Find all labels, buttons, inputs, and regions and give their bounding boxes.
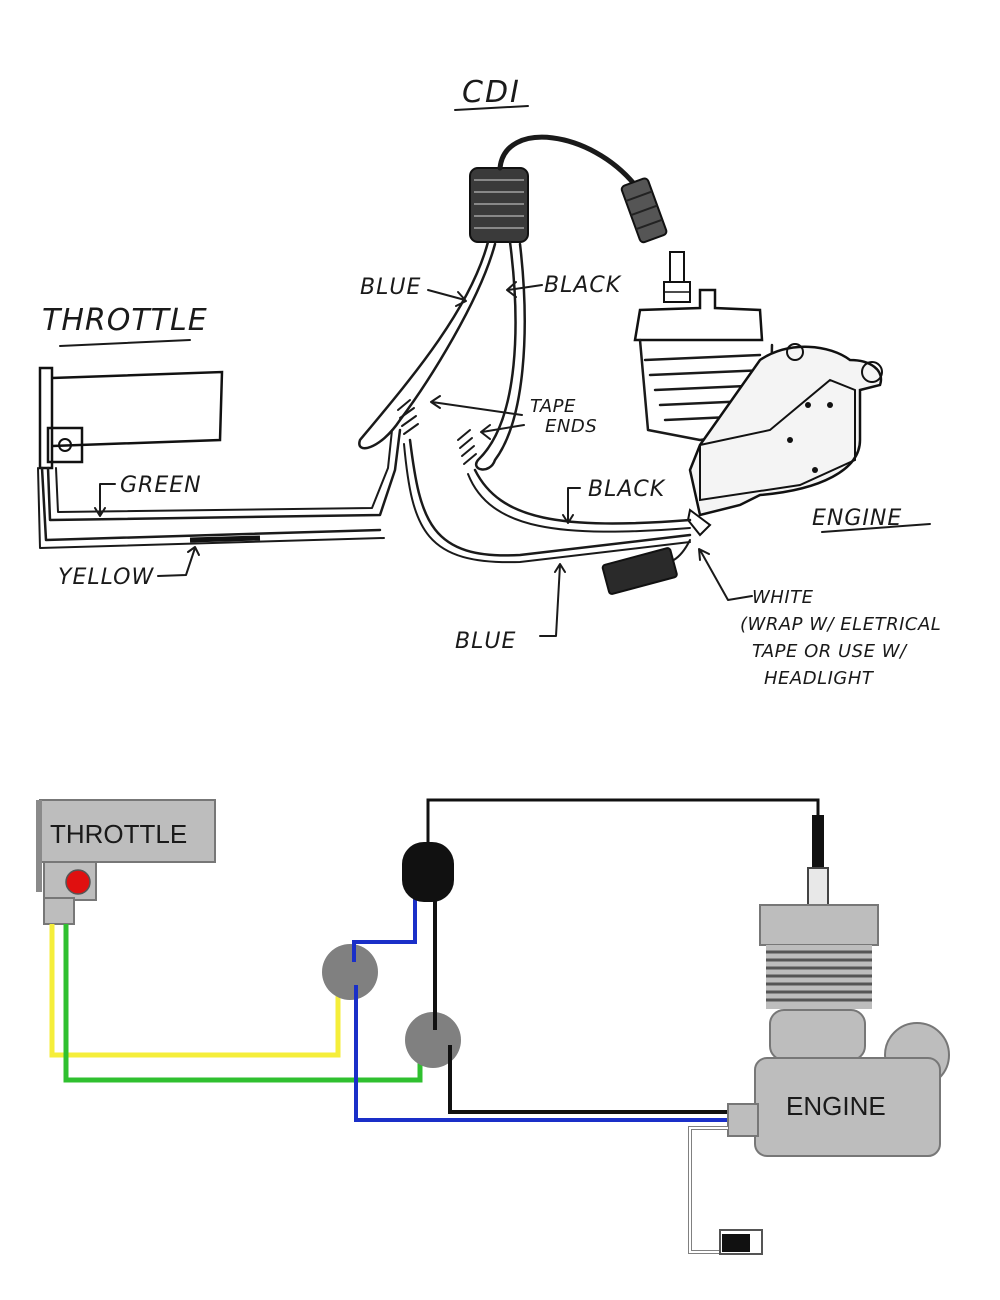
white-wire <box>689 1127 728 1253</box>
plug-cap <box>812 815 824 870</box>
sketch-label-blue-top: BLUE <box>360 275 421 300</box>
yellow-wire <box>49 924 341 1058</box>
connector-green-black <box>405 1012 461 1068</box>
white-wire-plug <box>722 1234 750 1252</box>
schematic-cdi <box>402 842 454 902</box>
cdi-underline <box>454 105 529 111</box>
schematic: THROTTLE <box>36 798 950 1255</box>
throttle-underline <box>59 339 191 347</box>
spark-plug <box>807 867 829 907</box>
blue-wire-top <box>352 898 417 962</box>
arrow-tape-1 <box>430 395 523 416</box>
sketch-label-tape2: ENDS <box>545 416 597 437</box>
black-wire-bottom <box>448 1045 728 1114</box>
sketch-cdi-coil <box>469 167 529 243</box>
arrow-tape-2 <box>480 424 525 440</box>
sketch-plug-cap <box>620 177 668 244</box>
sketch-label-yellow: YELLOW <box>58 565 154 590</box>
sketch-white-note-1: WHITE <box>752 587 814 608</box>
arrow-green <box>94 483 116 517</box>
arrow-black-bottom <box>562 487 581 524</box>
arrow-blue-bottom <box>539 563 566 637</box>
sketch-label-blue-bottom: BLUE <box>455 629 516 654</box>
sketch-spark-plug <box>663 251 691 303</box>
schematic-engine-label: ENGINE <box>786 1091 886 1121</box>
connector-yellow-blue <box>322 944 378 1000</box>
sketch-ht-lead <box>497 134 638 188</box>
engine-underline <box>821 523 931 533</box>
sketch-label-green: GREEN <box>120 473 202 498</box>
arrow-black-top <box>506 281 543 298</box>
arrow-yellow <box>157 546 200 577</box>
arrow-white <box>698 548 753 601</box>
sketch-white-note-4: HEADLIGHT <box>764 668 875 689</box>
sketch-cdi-label: CDI <box>462 75 521 110</box>
sketch-engine <box>633 288 883 537</box>
sketch-white-note-2: (WRAP W/ ELETRICAL <box>740 614 941 635</box>
hand-sketch: CDI <box>37 75 941 689</box>
schematic-throttle: THROTTLE <box>36 799 216 925</box>
ht-lead-line <box>426 798 820 860</box>
sketch-white-note-3: TAPE OR USE W/ <box>752 641 908 662</box>
kill-button-icon <box>65 869 91 895</box>
sketch-throttle <box>38 366 224 470</box>
arrow-blue-top <box>427 289 467 307</box>
sketch-label-black-top: BLACK <box>544 273 622 298</box>
blue-wire-bottom <box>354 985 728 1122</box>
schematic-throttle-label: THROTTLE <box>50 819 187 849</box>
sketch-wires <box>37 240 692 595</box>
sketch-throttle-label: THROTTLE <box>42 303 208 338</box>
sketch-label-tape1: TAPE <box>530 396 576 417</box>
schematic-engine: ENGINE <box>727 904 950 1157</box>
sketch-label-black-bottom: BLACK <box>588 477 666 502</box>
